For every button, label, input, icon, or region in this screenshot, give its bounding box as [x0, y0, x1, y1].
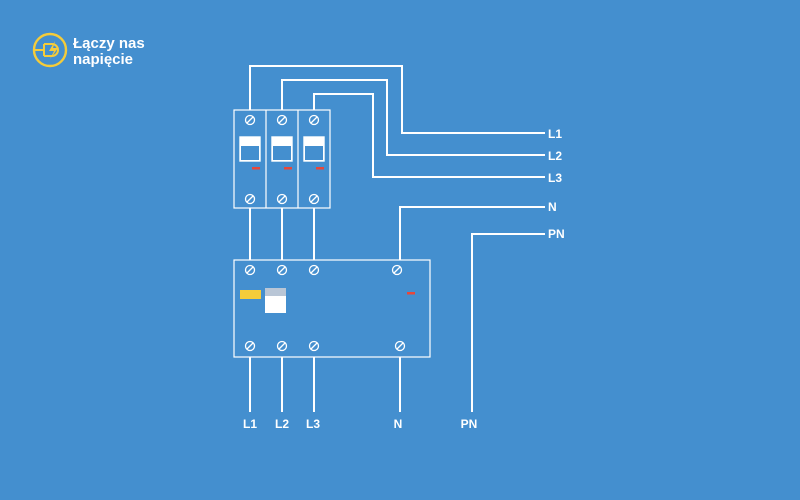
wire-l1-supply — [249, 65, 545, 134]
rcd-bottom-terminals — [244, 340, 406, 352]
breaker-pole-1 — [239, 114, 261, 205]
rcd-top-terminals — [244, 264, 403, 276]
breaker-module — [233, 109, 331, 209]
status-indicator — [252, 167, 260, 170]
output-label-l2: L2 — [275, 417, 289, 431]
supply-wires — [249, 65, 545, 412]
wire-pn — [471, 233, 545, 412]
rcd-housing — [233, 259, 431, 358]
wire-l3-supply — [313, 93, 545, 178]
status-indicator — [284, 167, 292, 170]
wire-n-supply — [399, 206, 545, 260]
plug-bolt-icon — [32, 32, 68, 68]
rcd-switch — [265, 288, 286, 313]
output-wires — [249, 357, 401, 412]
output-label-l1: L1 — [243, 417, 257, 431]
breaker-pole-2 — [271, 114, 293, 205]
status-indicator — [407, 292, 415, 295]
breaker-housing — [233, 109, 331, 209]
breaker-pole-3 — [303, 114, 325, 205]
status-indicator — [316, 167, 324, 170]
logo-line-2: napięcie — [73, 51, 133, 68]
supply-label-l2: L2 — [548, 149, 562, 163]
link-wires — [249, 208, 315, 260]
logo: Łączy nas napięcie — [32, 32, 145, 68]
test-button — [240, 290, 261, 299]
supply-label-l1: L1 — [548, 127, 562, 141]
output-label-pn: PN — [461, 417, 478, 431]
output-label-n: N — [394, 417, 403, 431]
output-label-l3: L3 — [306, 417, 320, 431]
rcd-module — [233, 259, 431, 358]
supply-label-pn: PN — [548, 227, 565, 241]
supply-label-l3: L3 — [548, 171, 562, 185]
wire-l2-supply — [281, 79, 545, 156]
supply-labels: L1 L2 L3 N PN — [548, 127, 565, 241]
logo-line-1: Łączy nas — [73, 35, 145, 52]
supply-label-n: N — [548, 200, 557, 214]
output-labels: L1 L2 L3 N PN — [243, 417, 477, 431]
